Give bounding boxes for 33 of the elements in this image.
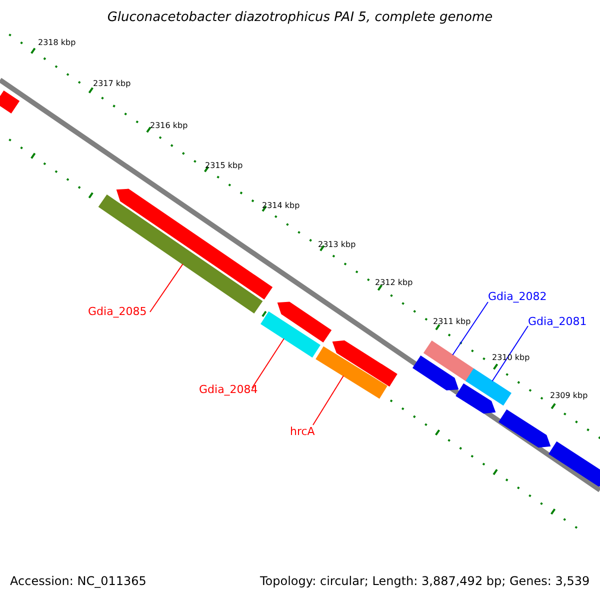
gene-bar [260, 311, 320, 358]
gene-feature [498, 409, 551, 448]
leader-line [150, 264, 184, 312]
footer-text: Accession: NC_011365 [10, 575, 146, 588]
scale-label: 2313 kbp [318, 241, 356, 250]
gene-feature [456, 383, 496, 414]
gene-feature [412, 356, 459, 390]
gene-feature [332, 340, 398, 387]
scale-label: 2312 kbp [375, 279, 413, 288]
gene-label: Gdia_2084 [199, 384, 258, 396]
leader-line [312, 375, 344, 426]
scale-label: 2317 kbp [93, 80, 131, 89]
leader-line [452, 302, 488, 356]
scale-label: 2311 kbp [433, 318, 471, 327]
gene-label: hrcA [290, 426, 315, 438]
diagram-title: Gluconacetobacter diazotrophicus PAI 5, complete genome [106, 11, 494, 26]
footer-text: Topology: circular; Length: 3,887,492 bp; Genes: 3,539 [260, 575, 590, 588]
gene-bar [0, 90, 20, 114]
gene-feature [548, 441, 600, 487]
leader-line [252, 338, 284, 388]
gene-feature [277, 302, 332, 342]
scale-label: 2316 kbp [150, 122, 188, 131]
gene-label: Gdia_2085 [88, 306, 147, 318]
gene-label: Gdia_2081 [528, 316, 587, 328]
scale-label: 2309 kbp [550, 392, 588, 401]
leader-line [492, 326, 528, 382]
scale-label: 2314 kbp [262, 202, 300, 211]
gene-bar [316, 346, 388, 399]
gene-bar [423, 340, 475, 382]
gene-label: Gdia_2082 [488, 291, 547, 304]
gene-bar [466, 368, 512, 406]
scale-label: 2315 kbp [205, 162, 243, 171]
scale-label: 2318 kbp [38, 39, 76, 48]
